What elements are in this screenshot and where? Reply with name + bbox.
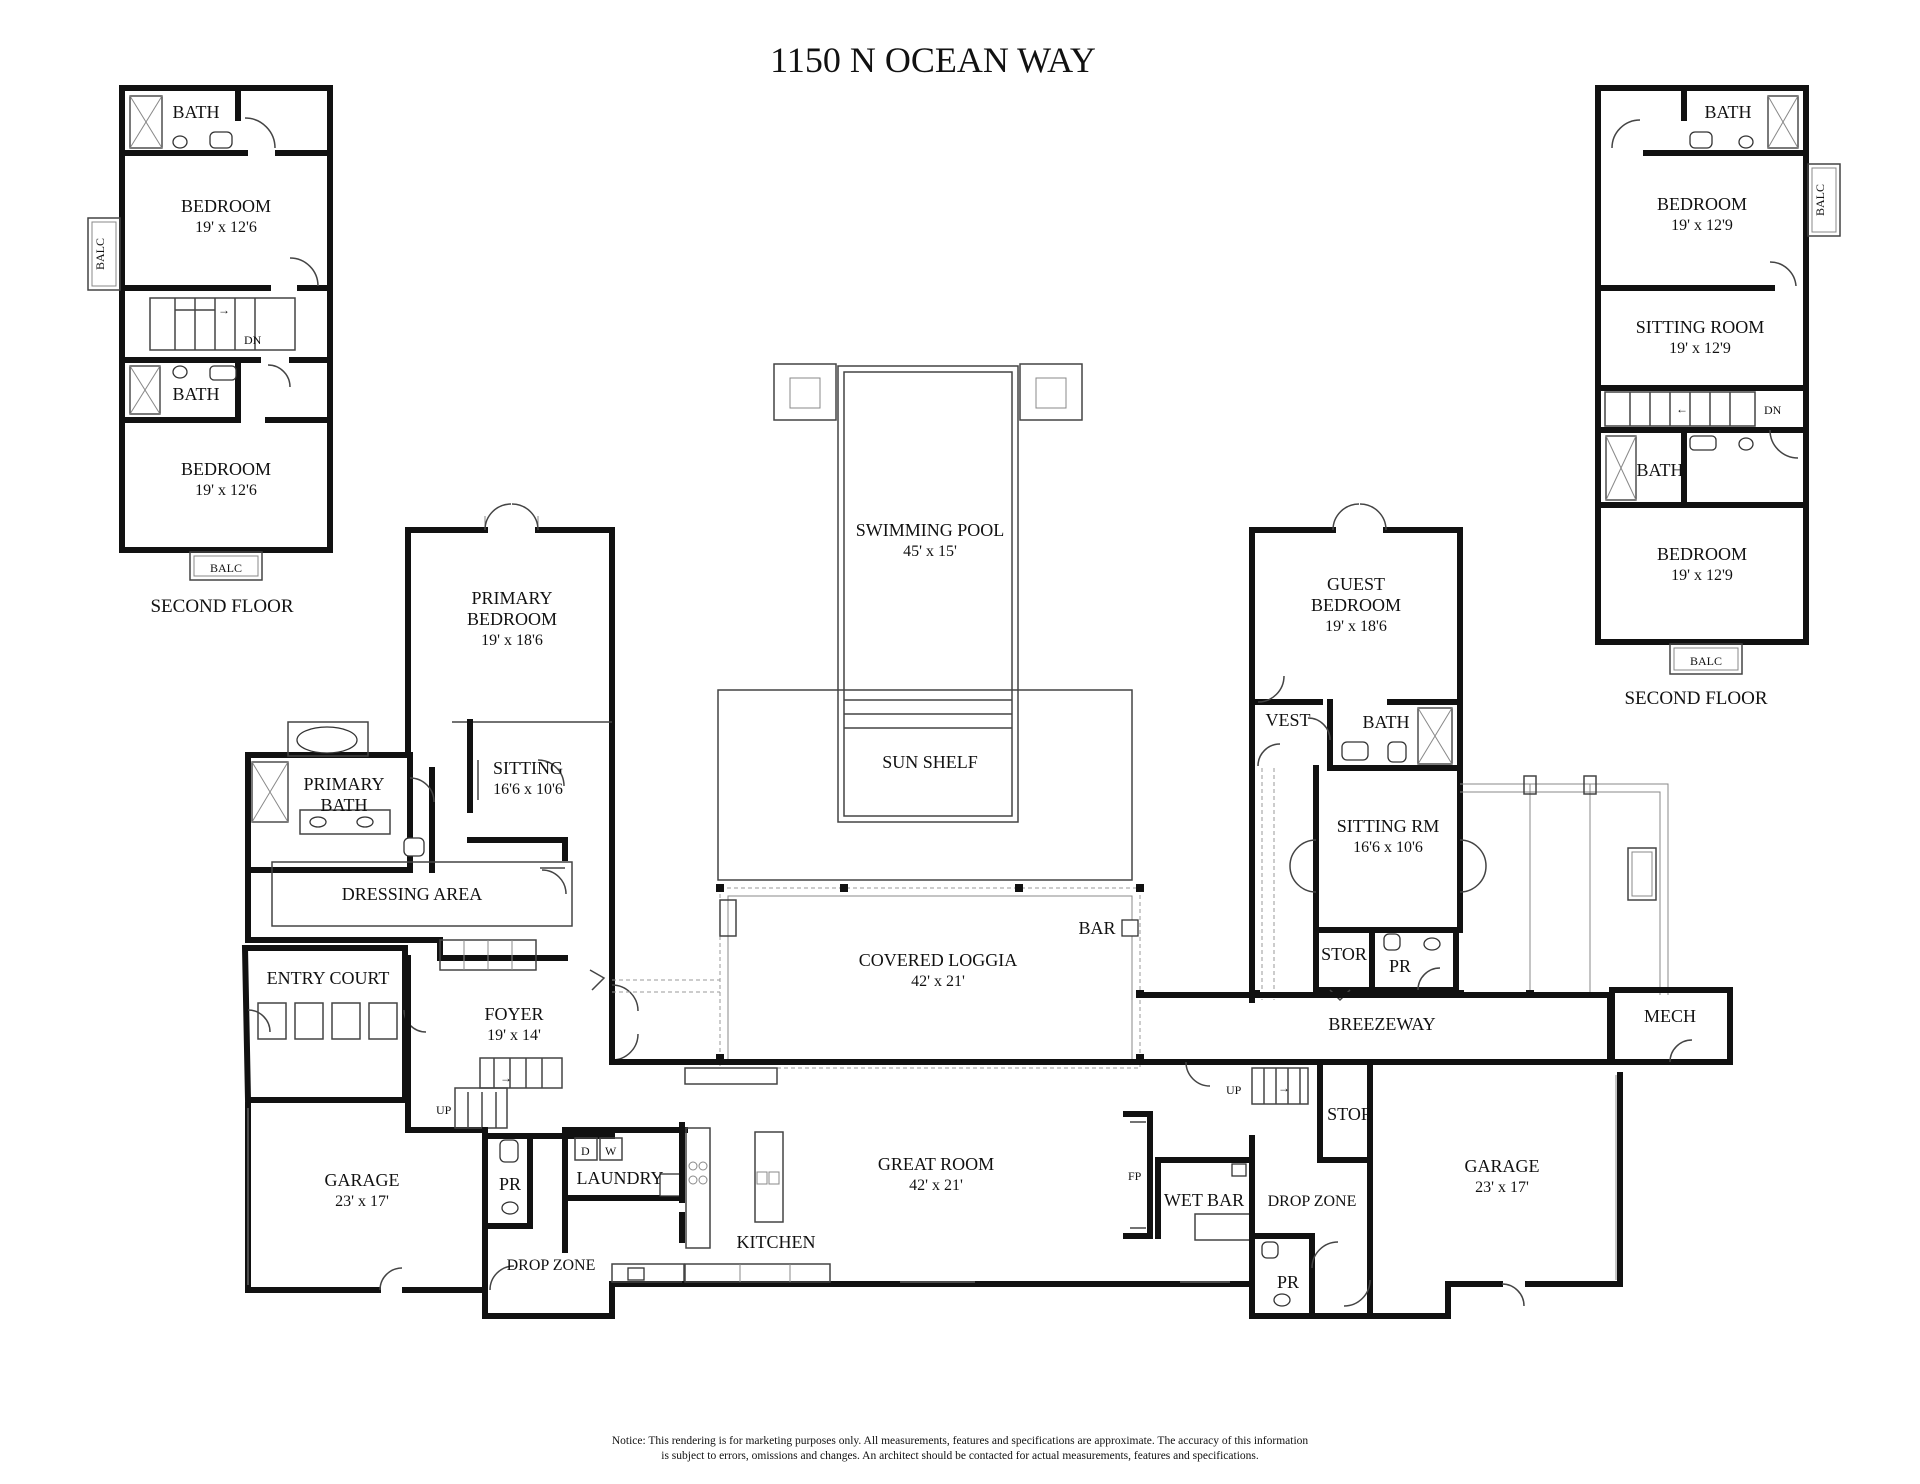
label-balc-side-left: BALC: [93, 238, 107, 270]
label-foyer: FOYER: [484, 1004, 543, 1024]
label-vest: VEST: [1266, 710, 1311, 730]
stair-up-right: UP: [1226, 1083, 1242, 1097]
label-drop-zone-left: DROP ZONE: [507, 1257, 596, 1274]
label-garage-left: GARAGE: [325, 1170, 400, 1190]
label-pr-left: PR: [499, 1174, 521, 1194]
label-guest-bedroom-1: GUEST: [1327, 574, 1385, 594]
label-bath-mid-right: BATH: [1636, 460, 1683, 480]
first-floor-right-wing: → UP GUEST BEDROOM 19' x 18'6 VEST BATH …: [1136, 503, 1733, 1319]
second-floor-left: → DN BATH BEDROOM 19' x 12'6 BALC BATH B…: [87, 85, 333, 617]
dim-sitting-room-right: 19' x 12'9: [1669, 340, 1731, 357]
label-bath-top-right: BATH: [1704, 102, 1751, 122]
label-sitting: SITTING: [493, 758, 563, 778]
dim-bedroom-top-right: 19' x 12'9: [1671, 217, 1733, 234]
dim-garage-left: 23' x 17': [335, 1193, 389, 1210]
dim-sitting-rm: 16'6 x 10'6: [1353, 839, 1423, 856]
pool-area: SWIMMING POOL 45' x 15' SUN SHELF: [717, 363, 1133, 881]
label-bath-top-left: BATH: [172, 102, 219, 122]
label-stor-right: STOR: [1327, 1104, 1373, 1124]
second-floor-right: ← DN BATH BEDROOM 19' x 12'9 BALC SITTIN…: [1595, 85, 1841, 709]
label-great-room: GREAT ROOM: [878, 1154, 994, 1174]
label-primary-bath-1: PRIMARY: [303, 774, 384, 794]
label-washer-d: D: [581, 1144, 590, 1158]
label-guest-bedroom-2: BEDROOM: [1311, 595, 1401, 615]
label-primary-bath-2: BATH: [320, 795, 367, 815]
dim-great-room: 42' x 21': [909, 1177, 963, 1194]
label-stor-guest: STOR: [1321, 944, 1367, 964]
dim-guest-bedroom: 19' x 18'6: [1325, 618, 1387, 635]
svg-text:→: →: [218, 303, 230, 317]
label-balc-bottom-left: BALC: [210, 561, 242, 575]
label-breezeway: BREEZEWAY: [1328, 1014, 1435, 1034]
dim-bedroom-top-left: 19' x 12'6: [195, 219, 257, 236]
svg-text:→: →: [1278, 1081, 1290, 1095]
label-balc-bottom-right: BALC: [1690, 654, 1722, 668]
label-sitting-rm: SITTING RM: [1337, 816, 1440, 836]
dim-bedroom-bottom-right: 19' x 12'9: [1671, 567, 1733, 584]
label-bar: BAR: [1078, 918, 1115, 938]
label-second-floor-right: SECOND FLOOR: [1624, 688, 1767, 709]
dim-bedroom-bottom-left: 19' x 12'6: [195, 482, 257, 499]
label-sun-shelf: SUN SHELF: [882, 752, 978, 772]
label-second-floor-left: SECOND FLOOR: [150, 596, 293, 617]
label-guest-bath: BATH: [1362, 712, 1409, 732]
first-floor-center: FP GREAT ROOM 42' x 21' KITCHEN COVERED …: [609, 884, 1255, 1287]
label-bedroom-top-right: BEDROOM: [1657, 194, 1747, 214]
plan-title: 1150 N OCEAN WAY: [770, 40, 1096, 80]
label-kitchen: KITCHEN: [737, 1232, 816, 1252]
svg-text:→: →: [500, 1071, 512, 1085]
first-floor-left-wing: → UP D W DRESSING AREA PRIMARY BEDROOM 1…: [241, 503, 711, 1319]
dim-foyer: 19' x 14': [487, 1027, 541, 1044]
label-washer-w: W: [605, 1144, 617, 1158]
label-bedroom-bottom-left: BEDROOM: [181, 459, 271, 479]
dim-covered-loggia: 42' x 21': [911, 973, 965, 990]
label-pr-right: PR: [1277, 1272, 1299, 1292]
label-garage-right: GARAGE: [1465, 1156, 1540, 1176]
label-drop-zone-right: DROP ZONE: [1268, 1193, 1357, 1210]
label-dressing-area: DRESSING AREA: [342, 884, 483, 904]
stair-dn-left: DN: [244, 333, 262, 347]
label-mech: MECH: [1644, 1006, 1696, 1026]
dim-sitting: 16'6 x 10'6: [493, 781, 563, 798]
label-bath-mid-left: BATH: [172, 384, 219, 404]
label-bedroom-bottom-right: BEDROOM: [1657, 544, 1747, 564]
notice-line-1: Notice: This rendering is for marketing …: [612, 1435, 1309, 1447]
label-primary-bedroom-2: BEDROOM: [467, 609, 557, 629]
notice-line-2: is subject to errors, omissions and chan…: [661, 1450, 1259, 1462]
svg-text:←: ←: [1676, 402, 1688, 416]
label-laundry: LAUNDRY: [576, 1168, 663, 1188]
label-fp: FP: [1128, 1169, 1142, 1183]
label-entry-court: ENTRY COURT: [267, 968, 390, 988]
label-primary-bedroom-1: PRIMARY: [471, 588, 552, 608]
label-wet-bar: WET BAR: [1164, 1190, 1244, 1210]
dim-primary-bedroom: 19' x 18'6: [481, 632, 543, 649]
label-swimming-pool: SWIMMING POOL: [856, 520, 1005, 540]
stair-up-left: UP: [436, 1103, 452, 1117]
dim-swimming-pool: 45' x 15': [903, 543, 957, 560]
label-sitting-room-right: SITTING ROOM: [1636, 317, 1765, 337]
label-covered-loggia: COVERED LOGGIA: [859, 950, 1017, 970]
stair-dn-right: DN: [1764, 403, 1782, 417]
label-bedroom-top-left: BEDROOM: [181, 196, 271, 216]
label-pr-guest: PR: [1389, 956, 1411, 976]
dim-garage-right: 23' x 17': [1475, 1179, 1529, 1196]
label-balc-side-right: BALC: [1813, 184, 1827, 216]
